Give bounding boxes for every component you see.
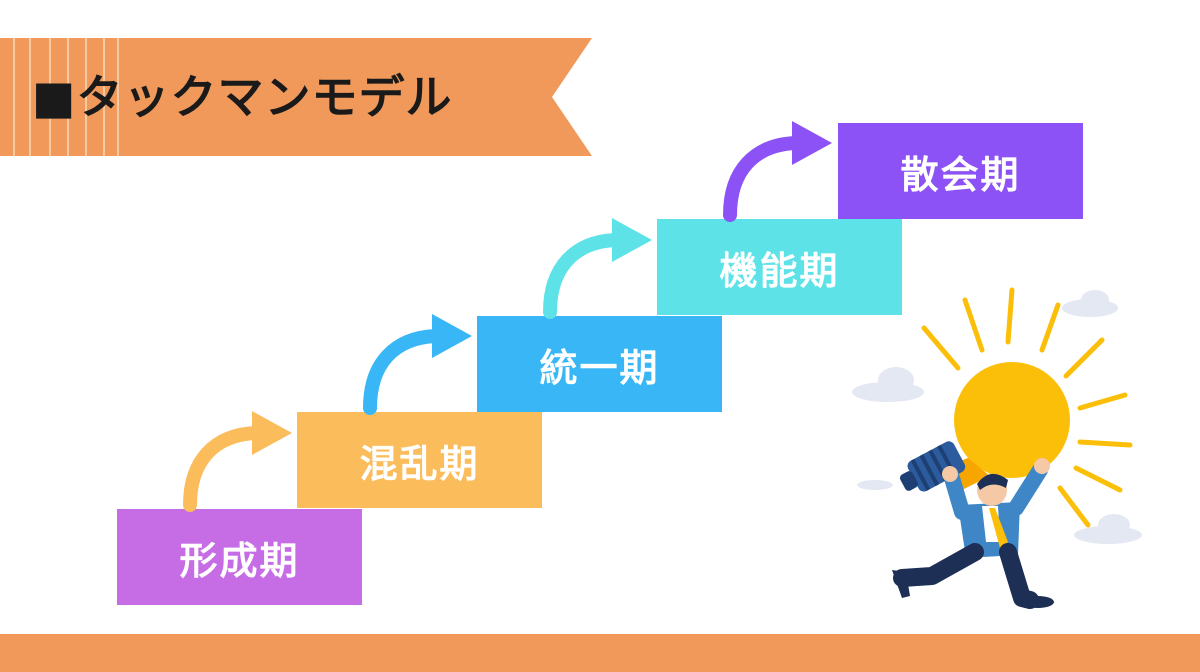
footer-bar [0,634,1200,672]
person-carrying-lightbulb-icon [852,287,1142,609]
stage-forming: 形成期 [117,509,362,605]
stage-storming: 混乱期 [297,412,542,508]
arrow-norming-to-performing-icon [543,218,652,319]
stage-storming-label: 混乱期 [359,441,480,486]
stage-norming-label: 統一期 [539,345,660,390]
page-title: ■タックマンモデル [32,70,453,124]
arrow-forming-to-storming-icon [183,411,292,512]
arrow-performing-to-adjourning-icon [723,121,832,222]
stage-adjourning-label: 散会期 [900,152,1021,197]
arrow-storming-to-norming-icon [363,314,472,415]
stage-performing: 機能期 [657,219,902,315]
title-banner [0,38,592,156]
stage-adjourning: 散会期 [838,123,1083,219]
stage-forming-label: 形成期 [179,538,300,583]
stage-norming: 統一期 [477,316,722,412]
stage-performing-label: 機能期 [719,248,840,293]
cloud-icon [852,290,1142,544]
